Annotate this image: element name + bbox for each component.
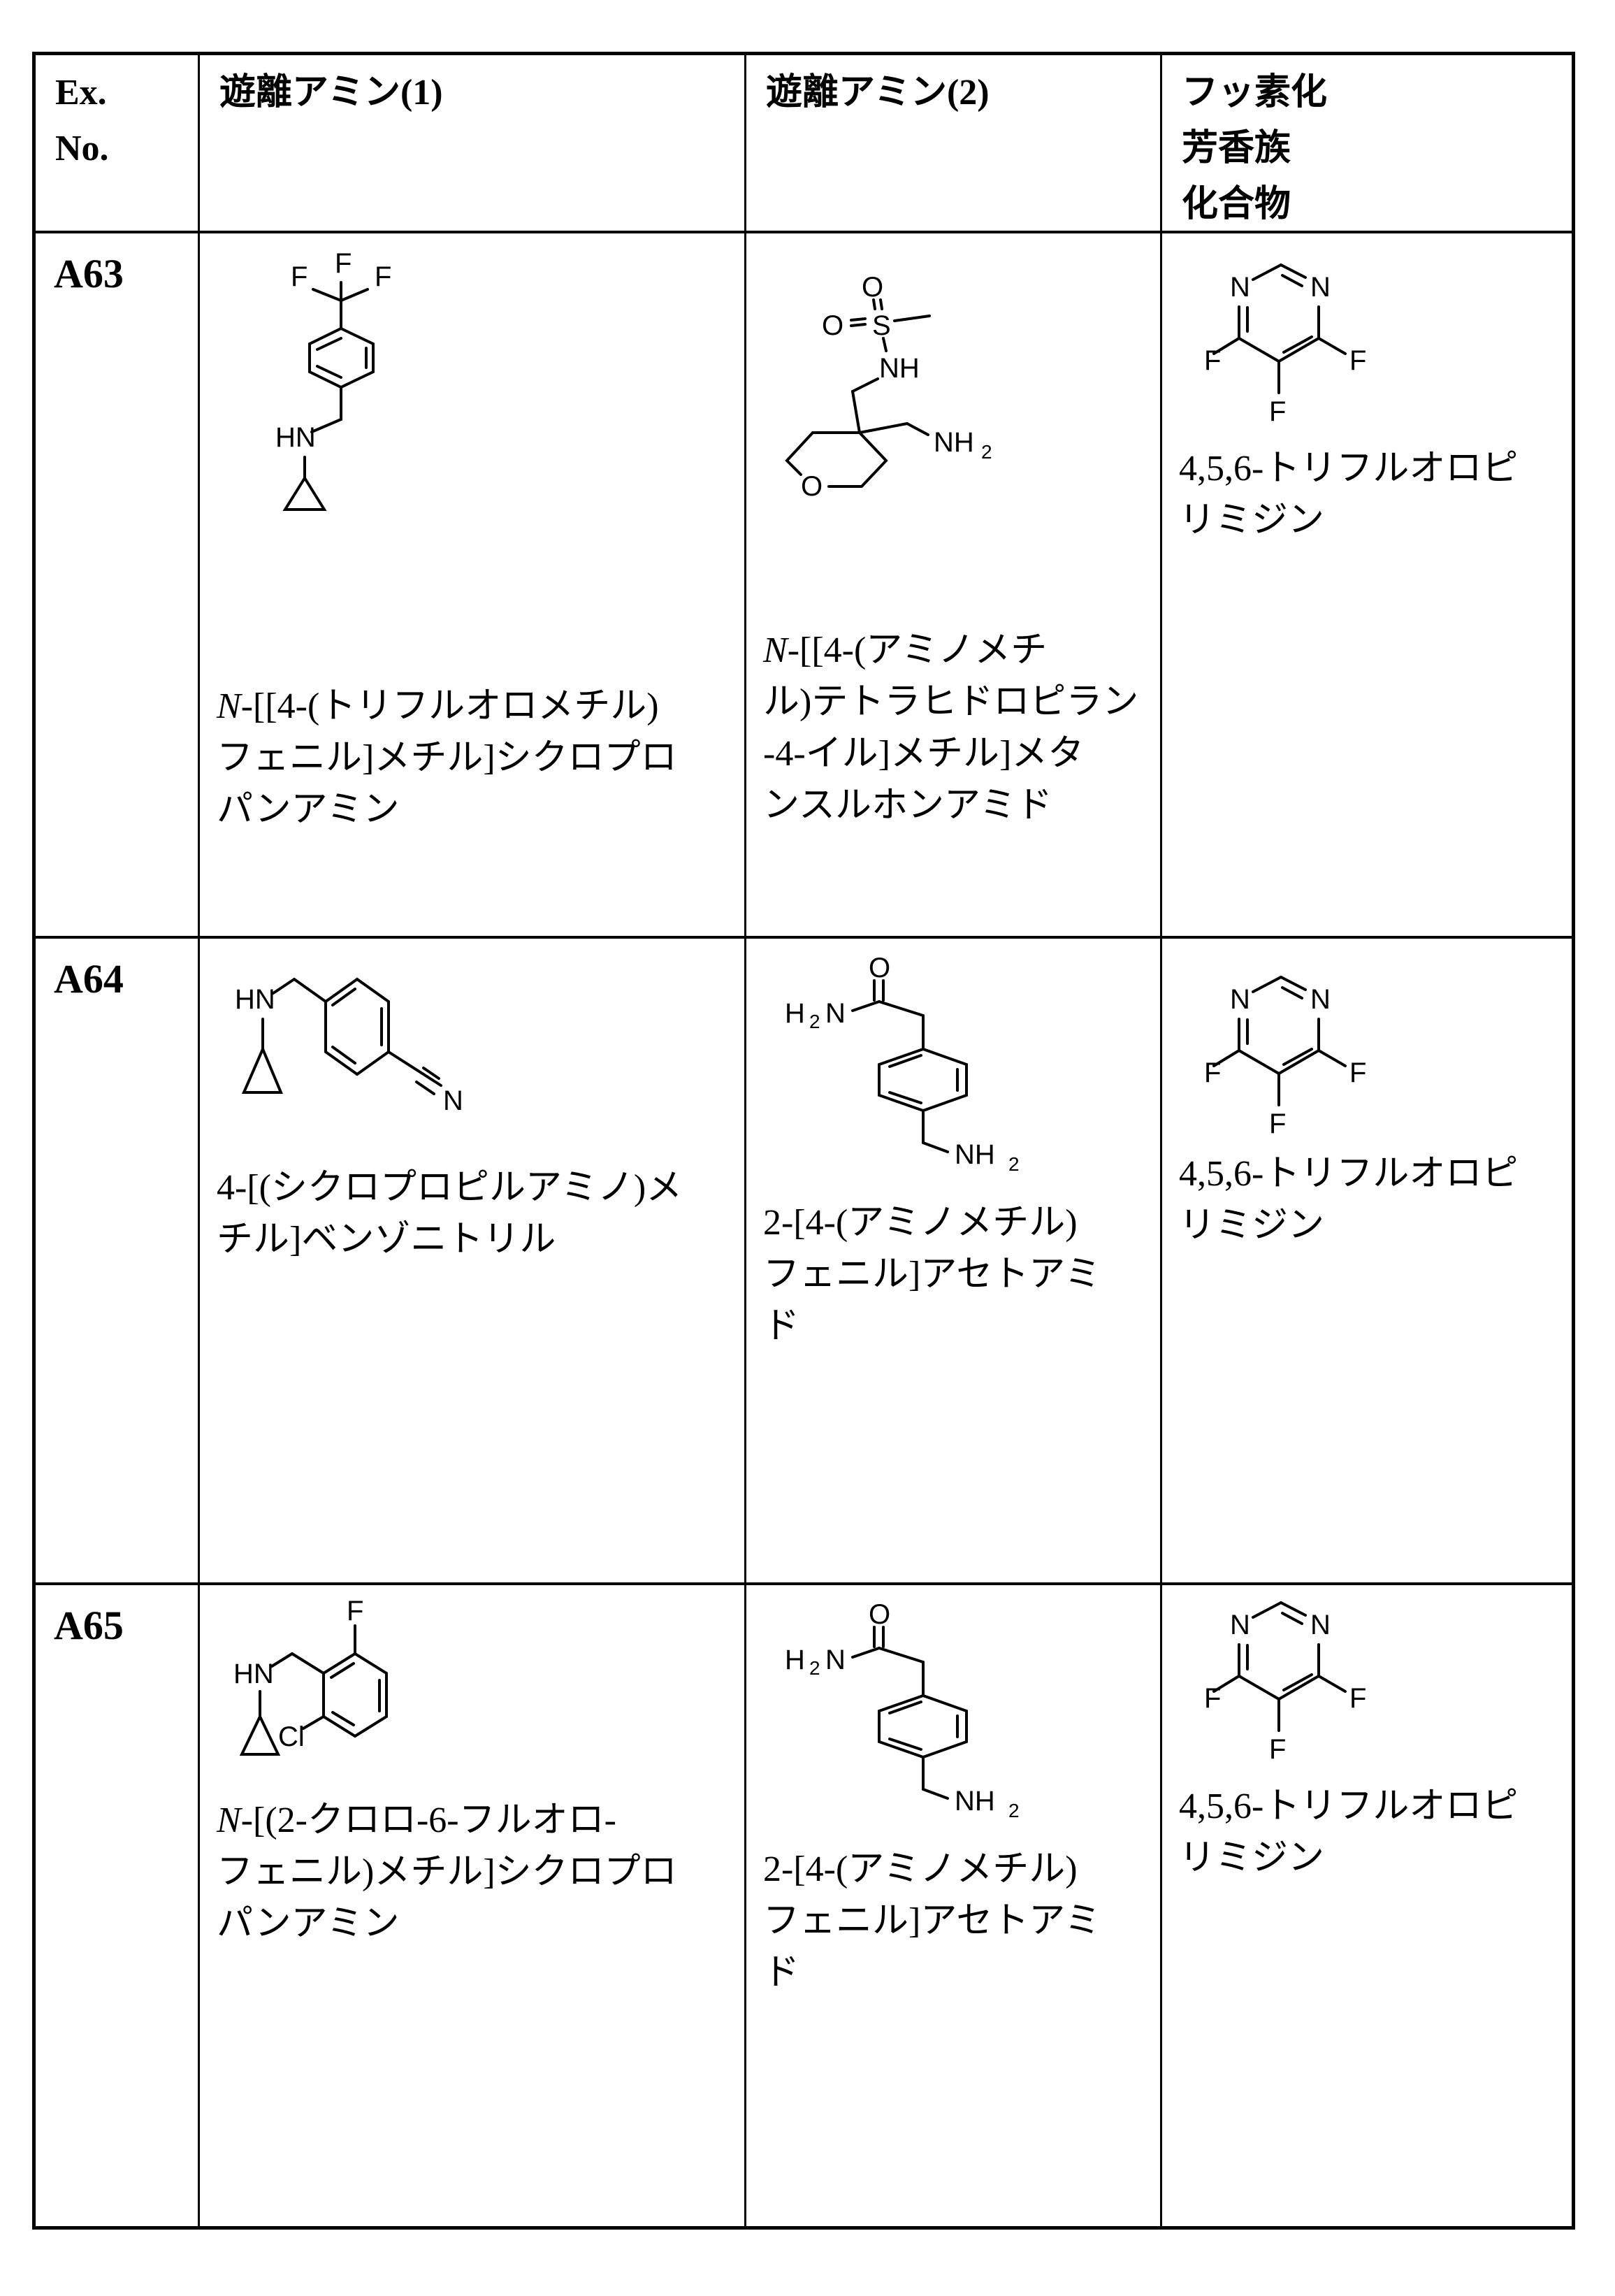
header-row: Ex. No. 遊離アミン(1) 遊離アミン(2) フッ素化 芳香族 化合物 — [36, 55, 1572, 231]
svg-text:O: O — [862, 272, 883, 303]
fluoro-name: 4,5,6-トリフルオロピ リミジン — [1179, 1786, 1519, 1878]
svg-text:F: F — [1204, 345, 1221, 376]
svg-text:O: O — [822, 310, 843, 341]
svg-text:N: N — [1230, 1610, 1250, 1640]
header-amine2: 遊離アミン(2) — [744, 55, 1160, 231]
svg-text:F: F — [1349, 1057, 1366, 1088]
svg-text:NH: NH — [955, 1139, 995, 1170]
svg-text:HN: HN — [233, 1659, 274, 1689]
amine1-name: 4-[(シクロプロピルアミノ)メ チル]ベンゾニトリル — [217, 1168, 683, 1259]
amine1-name: N-[(2-クロロ-6-フルオロ- フェニル)メチル]シクロプロ パンアミン — [217, 1800, 677, 1944]
svg-text:N: N — [1230, 984, 1250, 1015]
svg-text:NH: NH — [934, 427, 974, 458]
svg-text:F: F — [1269, 1734, 1286, 1765]
svg-text:F: F — [347, 1596, 363, 1626]
trifluoropyrimidine-structure-icon: N N F F F — [1204, 976, 1366, 1139]
fluoro-cell: N N F F F 4,5,6-トリフルオロピ リミジン — [1160, 1585, 1575, 2230]
table-row-a64: A64 HN N 4-[(シクロプロピルアミノ)メ チル]ベンゾニトリル O — [36, 936, 1572, 1582]
svg-text:F: F — [1269, 396, 1286, 427]
svg-text:N: N — [825, 1645, 846, 1675]
svg-text:F: F — [1269, 1109, 1286, 1139]
aminomethylphenyl-acetamide-structure-icon: O H 2 N NH 2 — [785, 953, 1020, 1175]
svg-text:F: F — [1204, 1683, 1221, 1714]
svg-text:S: S — [872, 310, 891, 341]
trifluoropyrimidine-structure-icon: N N F F F — [1204, 1601, 1366, 1765]
svg-text:N: N — [825, 998, 846, 1029]
svg-text:O: O — [869, 1599, 890, 1630]
fluoro-cell: N N F F F 4,5,6-トリフルオロピ リミジン — [1160, 939, 1575, 1582]
svg-text:Cl: Cl — [278, 1721, 305, 1752]
cyanobenzyl-cyclopropylamine-structure-icon: HN N — [235, 977, 463, 1116]
svg-text:2: 2 — [981, 441, 992, 463]
header-fluorinated-aromatic: フッ素化 芳香族 化合物 — [1160, 55, 1575, 231]
fluoro-name: 4,5,6-トリフルオロピ リミジン — [1179, 449, 1519, 540]
amine2-cell: O H 2 N NH 2 2-[4-(アミノメチル) フェニル]アセトアミ ド — [744, 939, 1160, 1582]
amine1-cell: F HN Cl N-[(2-クロロ-6-フルオロ- フェニル)メチル]シクロプロ… — [198, 1585, 744, 2230]
svg-text:HN: HN — [235, 984, 275, 1015]
amine2-cell: O O S NH NH 2 O N-[[4-(アミノメチ ル)テトラヒドロピラン… — [744, 233, 1160, 936]
amine1-cell: F F F HN N-[[4-(トリフルオロメチル) フェニル]メチル]シクロプ… — [198, 233, 744, 936]
aminomethylphenyl-acetamide-structure-icon: O H 2 N NH 2 — [785, 1599, 1020, 1821]
svg-text:N: N — [1310, 1610, 1331, 1640]
svg-text:N: N — [443, 1085, 463, 1116]
ex-no: A64 — [54, 956, 124, 1002]
svg-text:F: F — [1349, 1683, 1366, 1714]
svg-text:2: 2 — [809, 1011, 820, 1032]
svg-text:F: F — [291, 261, 307, 292]
svg-text:F: F — [375, 261, 391, 292]
svg-text:NH: NH — [955, 1786, 995, 1817]
svg-text:F: F — [1204, 1057, 1221, 1088]
svg-text:H: H — [785, 998, 805, 1029]
table-row-a63: A63 F F F HN N-[[4-(トリフルオロメチル) フェニル]メチル]… — [36, 231, 1572, 936]
amine2-cell: O H 2 N NH 2 2-[4-(アミノメチル) フェニル]アセトアミ ド — [744, 1585, 1160, 2230]
header-amine1: 遊離アミン(1) — [198, 55, 744, 231]
svg-text:O: O — [869, 953, 890, 983]
amine2-name: N-[[4-(アミノメチ ル)テトラヒドロピラン -4-イル]メチル]メタ ンス… — [763, 630, 1139, 825]
amine1-name: N-[[4-(トリフルオロメチル) フェニル]メチル]シクロプロ パンアミン — [217, 686, 677, 830]
trifluoropyrimidine-structure-icon: N N F F F — [1204, 263, 1366, 427]
compound-table: Ex. No. 遊離アミン(1) 遊離アミン(2) フッ素化 芳香族 化合物 A… — [32, 52, 1575, 2230]
aminomethyl-tetrahydropyranyl-methanesulfonamide-structure-icon: O O S NH NH 2 O — [785, 272, 992, 502]
svg-text:NH: NH — [879, 353, 920, 384]
trifluoromethylbenzyl-cyclopropylamine-structure-icon: F F F HN — [275, 248, 391, 511]
ex-no: A65 — [54, 1603, 124, 1648]
ex-no: A63 — [54, 251, 124, 296]
svg-text:2: 2 — [1008, 1153, 1020, 1175]
chlorofluorobenzyl-cyclopropylamine-structure-icon: F HN Cl — [233, 1596, 388, 1756]
svg-text:2: 2 — [809, 1657, 820, 1679]
amine2-name: 2-[4-(アミノメチル) フェニル]アセトアミ ド — [763, 1203, 1101, 1346]
svg-text:HN: HN — [275, 422, 316, 453]
svg-text:N: N — [1310, 272, 1331, 303]
svg-text:O: O — [801, 471, 823, 502]
svg-text:F: F — [335, 248, 352, 279]
table-row-a65: A65 F HN Cl N-[(2-クロロ-6-フルオロ- フェニル)メチル]シ… — [36, 1582, 1572, 2230]
svg-text:F: F — [1349, 345, 1366, 376]
fluoro-name: 4,5,6-トリフルオロピ リミジン — [1179, 1154, 1519, 1246]
amine2-name: 2-[4-(アミノメチル) フェニル]アセトアミ ド — [763, 1849, 1101, 1993]
header-ex-no: Ex. No. — [55, 73, 109, 168]
fluoro-cell: N N F F F 4,5,6-トリフルオロピ リミジン — [1160, 233, 1575, 936]
svg-text:2: 2 — [1008, 1800, 1020, 1821]
svg-text:H: H — [785, 1645, 805, 1675]
svg-text:N: N — [1310, 984, 1331, 1015]
svg-text:N: N — [1230, 272, 1250, 303]
amine1-cell: HN N 4-[(シクロプロピルアミノ)メ チル]ベンゾニトリル — [198, 939, 744, 1582]
